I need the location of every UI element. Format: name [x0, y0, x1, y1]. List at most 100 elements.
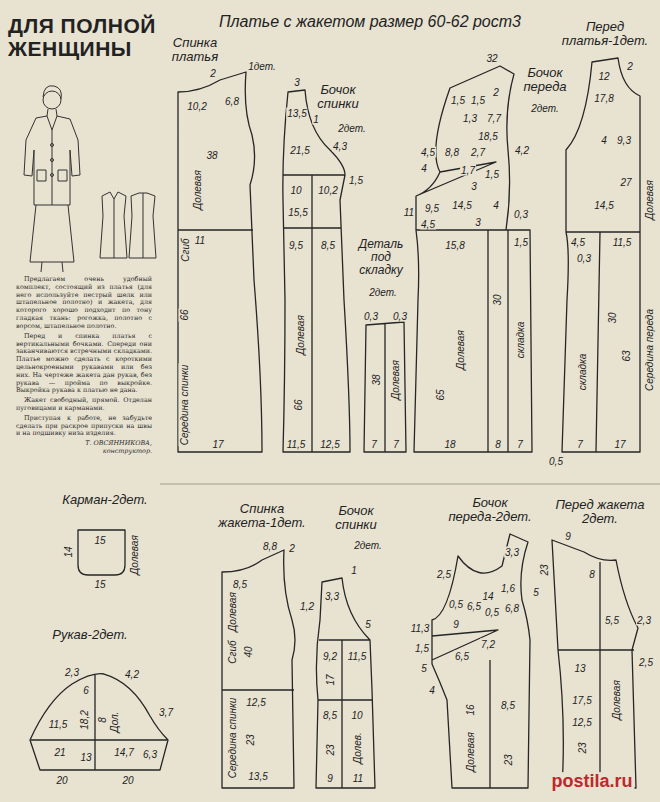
piece-label: 23	[577, 741, 588, 754]
piece-label: 0,3	[363, 311, 379, 322]
author-role: конструктор.	[16, 448, 152, 456]
figure-button	[51, 174, 54, 177]
piece-label: 1дет.	[247, 61, 277, 72]
piece-label: 13,5	[286, 108, 307, 119]
piece-label: 3,7	[158, 707, 174, 718]
dress-back-sketch	[129, 193, 156, 258]
piece-label: 6,8	[224, 96, 240, 107]
piece-label: 15	[93, 535, 106, 546]
piece-label: 1,5	[484, 169, 500, 180]
piece-label: Долевая	[644, 179, 655, 221]
piece-label: 3,3	[504, 547, 520, 558]
piece-label: 1,5	[348, 175, 364, 186]
piece-label: 17,5	[571, 695, 592, 706]
piece-label: 18	[443, 439, 456, 450]
piece-label: 6,5	[466, 601, 482, 612]
figure-pockets	[37, 170, 67, 181]
author-name: Т. ОВСЯННИКОВА,	[16, 440, 152, 448]
piece-title: Спинка жакета-1дет.	[211, 502, 313, 531]
piece-label: 9,3	[616, 135, 632, 146]
piece-label: Середина спинки	[179, 364, 190, 447]
piece-label: 10	[289, 185, 302, 196]
piece-label: 8	[494, 439, 502, 450]
article-paragraph: Жакет свободный, прямой. Отделан пуговиц…	[16, 397, 152, 413]
piece-label: 3	[474, 217, 482, 228]
piece-label: 63	[621, 349, 632, 362]
piece-label: 23	[245, 733, 256, 746]
piece-label: 2	[492, 87, 500, 98]
piece-label: 4,5	[570, 237, 586, 248]
piece-label: 21	[53, 747, 66, 758]
piece-label: 8,8	[262, 541, 278, 552]
piece-label: 1	[350, 565, 358, 576]
piece-label: 18,5	[477, 131, 498, 142]
piece-label: 5	[364, 619, 372, 630]
watermark: postila.ru	[549, 772, 634, 792]
piece-label: 13,5	[247, 771, 268, 782]
piece-label: 2дет.	[353, 540, 383, 551]
piece-label: 20	[121, 775, 134, 786]
piece-outline	[78, 530, 125, 575]
piece-label: 2	[209, 68, 217, 79]
piece-label: 1,3	[462, 113, 478, 124]
piece-label: 13	[79, 752, 92, 763]
figure-skirt	[30, 205, 74, 262]
piece-label: 11	[403, 207, 415, 218]
pattern-piece: Бочок переда2дет.321,51,527,71,318,54,58…	[404, 50, 574, 460]
piece-label: 7	[392, 439, 400, 450]
piece-label: 2,7	[470, 147, 486, 158]
piece-label: 1,6	[500, 583, 516, 594]
piece-label: 4,3	[332, 141, 348, 152]
piece-label: 15,8	[444, 240, 465, 251]
article-paragraph: Предлагаем очень удобный комплект, состо…	[16, 276, 152, 331]
piece-label: 1,5	[414, 643, 430, 654]
piece-label: 11,5	[286, 439, 307, 450]
pattern-piece: Карман-2дет.151415Долевая	[50, 488, 150, 593]
piece-label: Долевая	[390, 359, 401, 401]
piece-label: 7,2	[480, 639, 496, 650]
piece-label: Долевая	[227, 591, 238, 633]
piece-label: 1,5	[470, 95, 486, 106]
figure-head	[43, 91, 61, 109]
piece-label: 2дет.	[337, 123, 367, 134]
piece-label: 3,3	[324, 591, 340, 602]
piece-label: 8,5	[232, 579, 248, 590]
piece-label: 17,8	[593, 93, 614, 104]
figure-legs	[41, 262, 63, 272]
piece-label: 3	[470, 181, 478, 192]
piece-label: 17	[325, 673, 336, 686]
piece-label: 2	[288, 543, 296, 554]
piece-label: 6,3	[142, 749, 158, 760]
piece-outline	[30, 674, 168, 770]
figure-hair	[43, 86, 61, 99]
piece-title: Бочок спинки	[313, 83, 363, 112]
sheet-heading: Платье с жакетом размер 60-62 рост3	[217, 13, 523, 31]
piece-label: 2,3	[636, 615, 652, 626]
piece-label: Долевая	[465, 731, 476, 773]
piece-label: 23	[539, 563, 550, 576]
piece-label: 2дет.	[368, 287, 398, 298]
piece-label: складка	[577, 353, 588, 392]
piece-label: 12,5	[319, 439, 340, 450]
piece-label: 6,5	[454, 651, 470, 662]
piece-label: 0,5	[448, 599, 464, 610]
piece-label: 15,5	[287, 207, 308, 218]
piece-label: 9,5	[288, 240, 304, 251]
piece-title: Бочок переда	[516, 66, 574, 95]
dress-front-sketch	[100, 192, 127, 258]
piece-label: 9	[452, 619, 460, 630]
piece-label: 4	[428, 685, 436, 696]
piece-outline	[414, 66, 532, 452]
piece-label: 12	[597, 71, 610, 82]
pattern-piece: Рукав-2дет.2,364,211,518,28Дол.3,7211314…	[22, 625, 182, 795]
piece-label: Сгиб	[227, 639, 238, 664]
piece-label: 13	[573, 663, 586, 674]
piece-label: 14,7	[113, 747, 134, 758]
piece-outline	[178, 72, 262, 452]
piece-label: 17	[211, 439, 224, 450]
piece-label: Долевая	[295, 314, 306, 356]
piece-outline	[562, 58, 640, 452]
piece-label: 23	[503, 753, 514, 766]
piece-label: 1,7	[460, 165, 476, 176]
